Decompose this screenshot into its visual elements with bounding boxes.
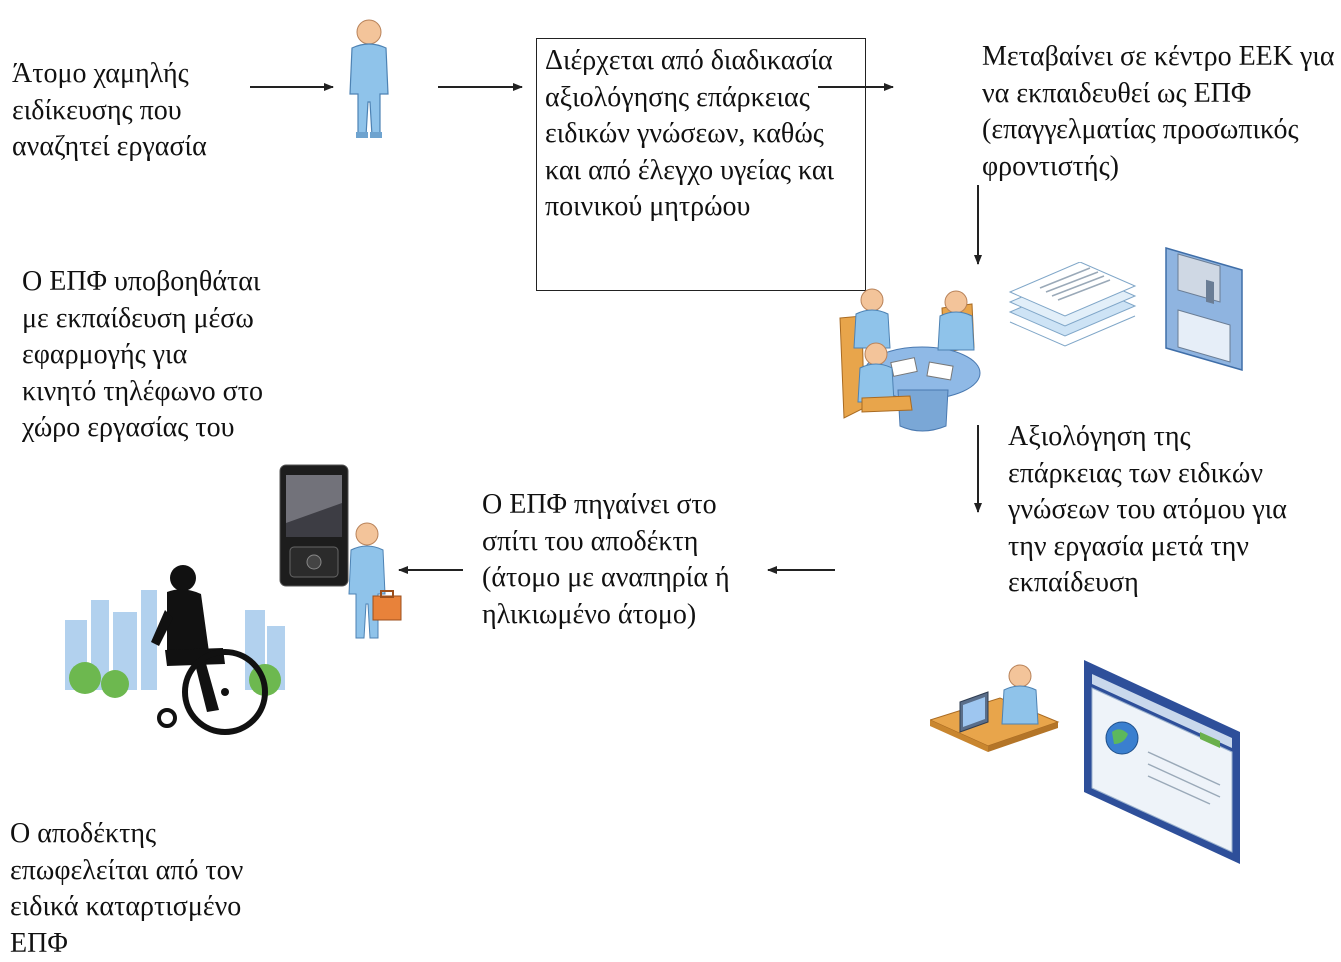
computer-user-icon bbox=[930, 664, 1060, 752]
post-training-assessment-text: Αξιολόγηση της επάρκειας των ειδικών γνώ… bbox=[1008, 421, 1287, 598]
floppy-disk-icon bbox=[1165, 247, 1243, 371]
assessment-box: Διέρχεται από διαδικασία αξιολόγησης επά… bbox=[536, 38, 866, 291]
mobile-phone-icon bbox=[279, 464, 349, 587]
caregiver-briefcase-icon bbox=[348, 522, 402, 639]
person-icon bbox=[349, 19, 389, 138]
meeting-table-icon bbox=[839, 288, 981, 432]
job-seeker-text: Άτομο χαμηλής ειδίκευσης που αναζητεί ερ… bbox=[12, 58, 207, 162]
mobile-support-text: Ο ΕΠΦ υποβοηθάται με εκπαίδευση μέσω εφα… bbox=[22, 266, 264, 443]
document-stack-icon bbox=[1008, 262, 1137, 347]
web-browser-icon bbox=[1084, 660, 1240, 864]
assessment-box-text: Διέρχεται από διαδικασία αξιολόγησης επά… bbox=[545, 45, 835, 222]
home-visit-text: Ο ΕΠΦ πηγαίνει στο σπίτι του αποδέκτη (ά… bbox=[482, 489, 730, 630]
training-center-text: Μεταβαίνει σε κέντρο ΕΕΚ για να εκπαιδευ… bbox=[982, 41, 1335, 182]
recipient-benefit-text: Ο αποδέκτης επωφελείται από τον ειδικά κ… bbox=[10, 818, 244, 959]
wheelchair-user-icon bbox=[65, 565, 285, 735]
